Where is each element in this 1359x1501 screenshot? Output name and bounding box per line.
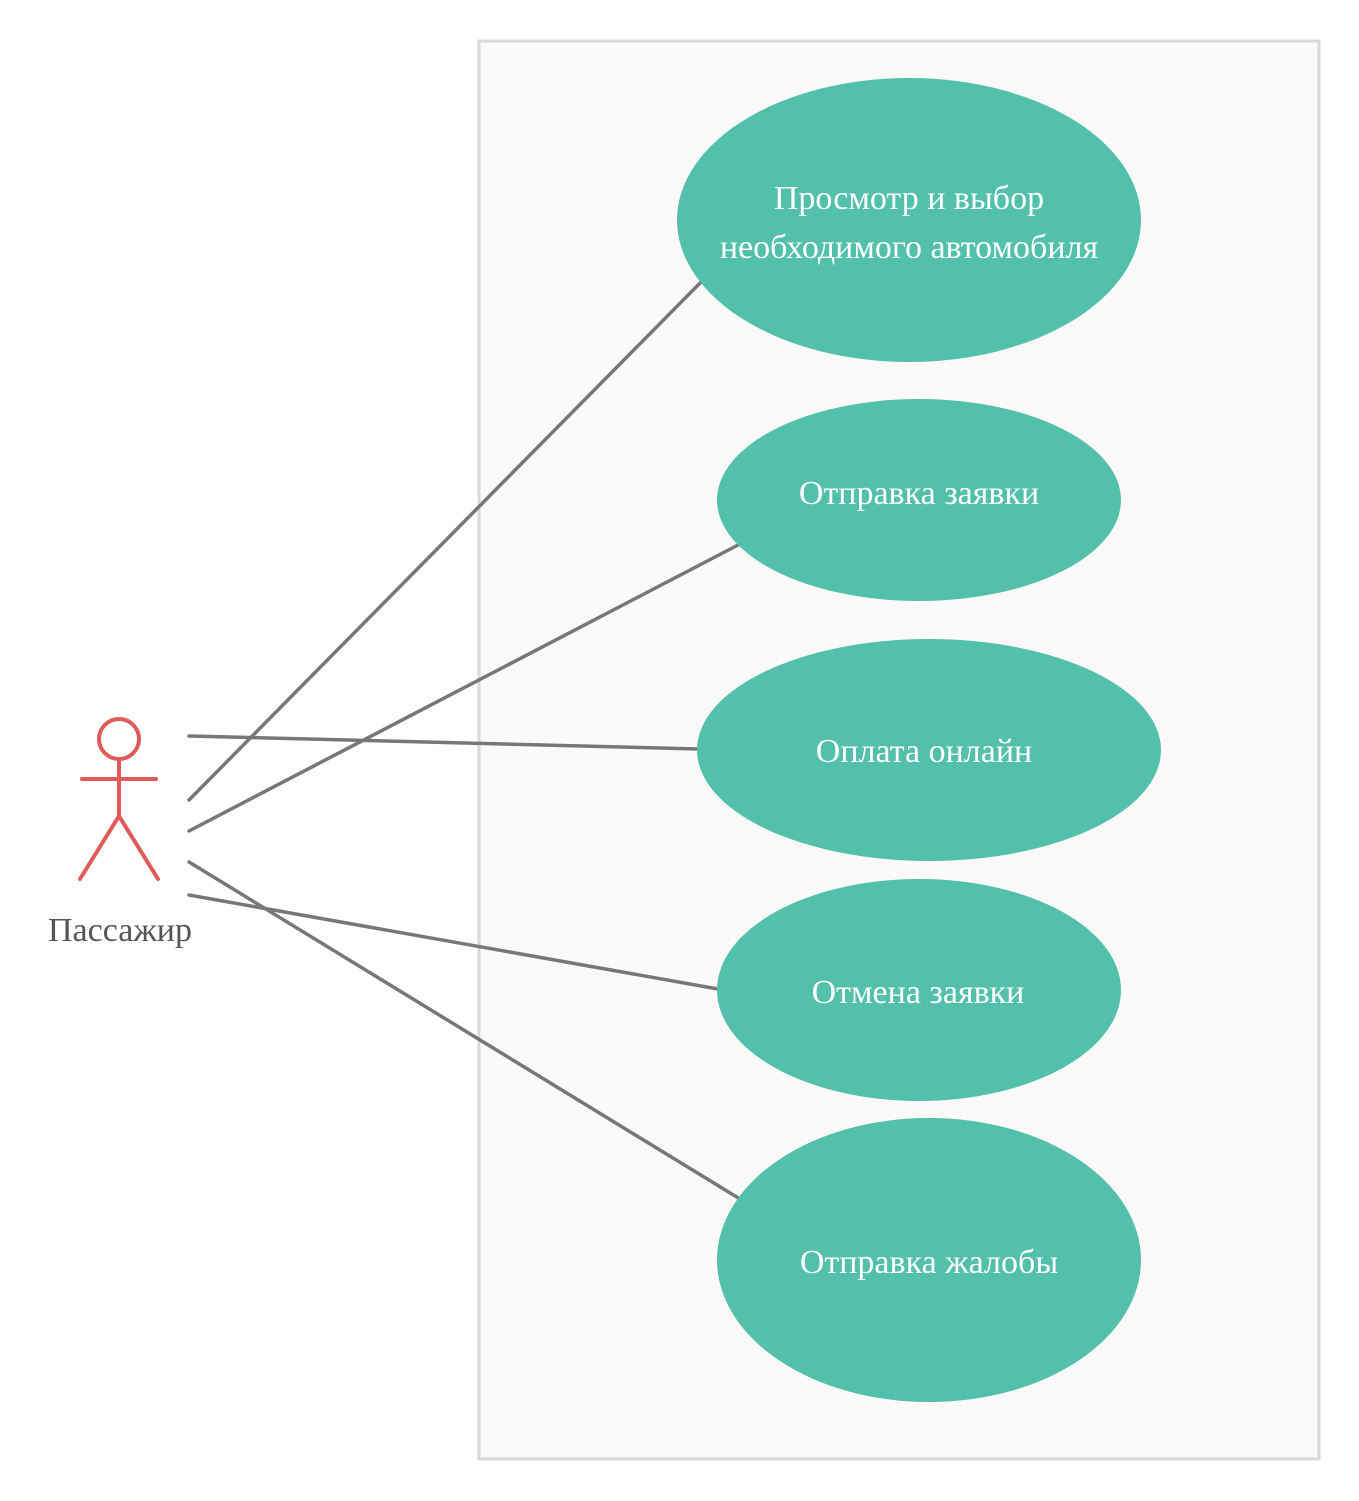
use-case-3[interactable]: Оплата онлайн [697,639,1161,861]
use-case-label: Отправка заявки [799,475,1039,512]
association-line-uc5 [187,860,742,1201]
use-case-4[interactable]: Отмена заявки [717,879,1121,1101]
actor-passenger[interactable]: Пассажир [48,717,192,949]
use-case-1[interactable]: Просмотр и выбор необходимого автомобиля [677,78,1141,362]
stick-figure-icon [78,717,160,881]
use-case-ellipse [697,639,1161,861]
use-case-ellipse [717,1118,1141,1402]
use-case-2[interactable]: Отправка заявки [717,399,1121,601]
use-case-label: Просмотр и выбор [774,180,1044,217]
use-case-label: необходимого автомобиля [720,229,1099,266]
use-case-ellipse [717,399,1121,601]
use-case-label: Отмена заявки [812,974,1025,1011]
use-case-label: Отправка жалобы [800,1244,1058,1281]
association-line-uc1 [187,277,706,802]
association-line-uc2 [187,542,742,833]
association-line-uc4 [187,893,720,991]
use-case-ellipse [677,78,1141,362]
use-case-ellipse [717,879,1121,1101]
use-case-label: Оплата онлайн [816,733,1032,770]
associations [187,277,742,1201]
association-line-uc3 [187,734,700,751]
actor-label: Пассажир [48,912,192,949]
use-case-5[interactable]: Отправка жалобы [717,1118,1141,1402]
